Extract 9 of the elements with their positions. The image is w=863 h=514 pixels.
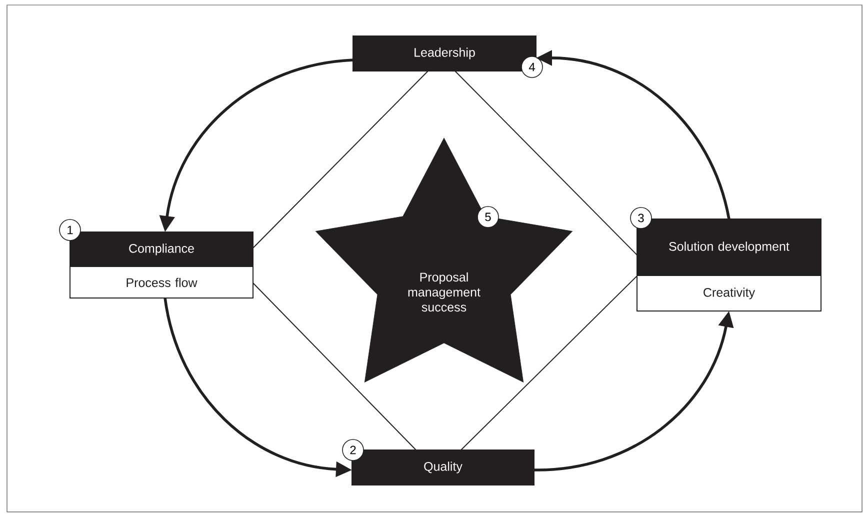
node-label: Creativity — [704, 288, 756, 300]
node-label: Solution development — [669, 242, 790, 254]
connector-line — [252, 70, 428, 248]
number-badge: 5 — [477, 206, 499, 228]
connector-line — [454, 70, 638, 256]
number-badge: 4 — [521, 56, 543, 78]
connector-line — [460, 275, 638, 450]
number-badge: 1 — [59, 219, 81, 241]
connector-line — [252, 282, 416, 450]
